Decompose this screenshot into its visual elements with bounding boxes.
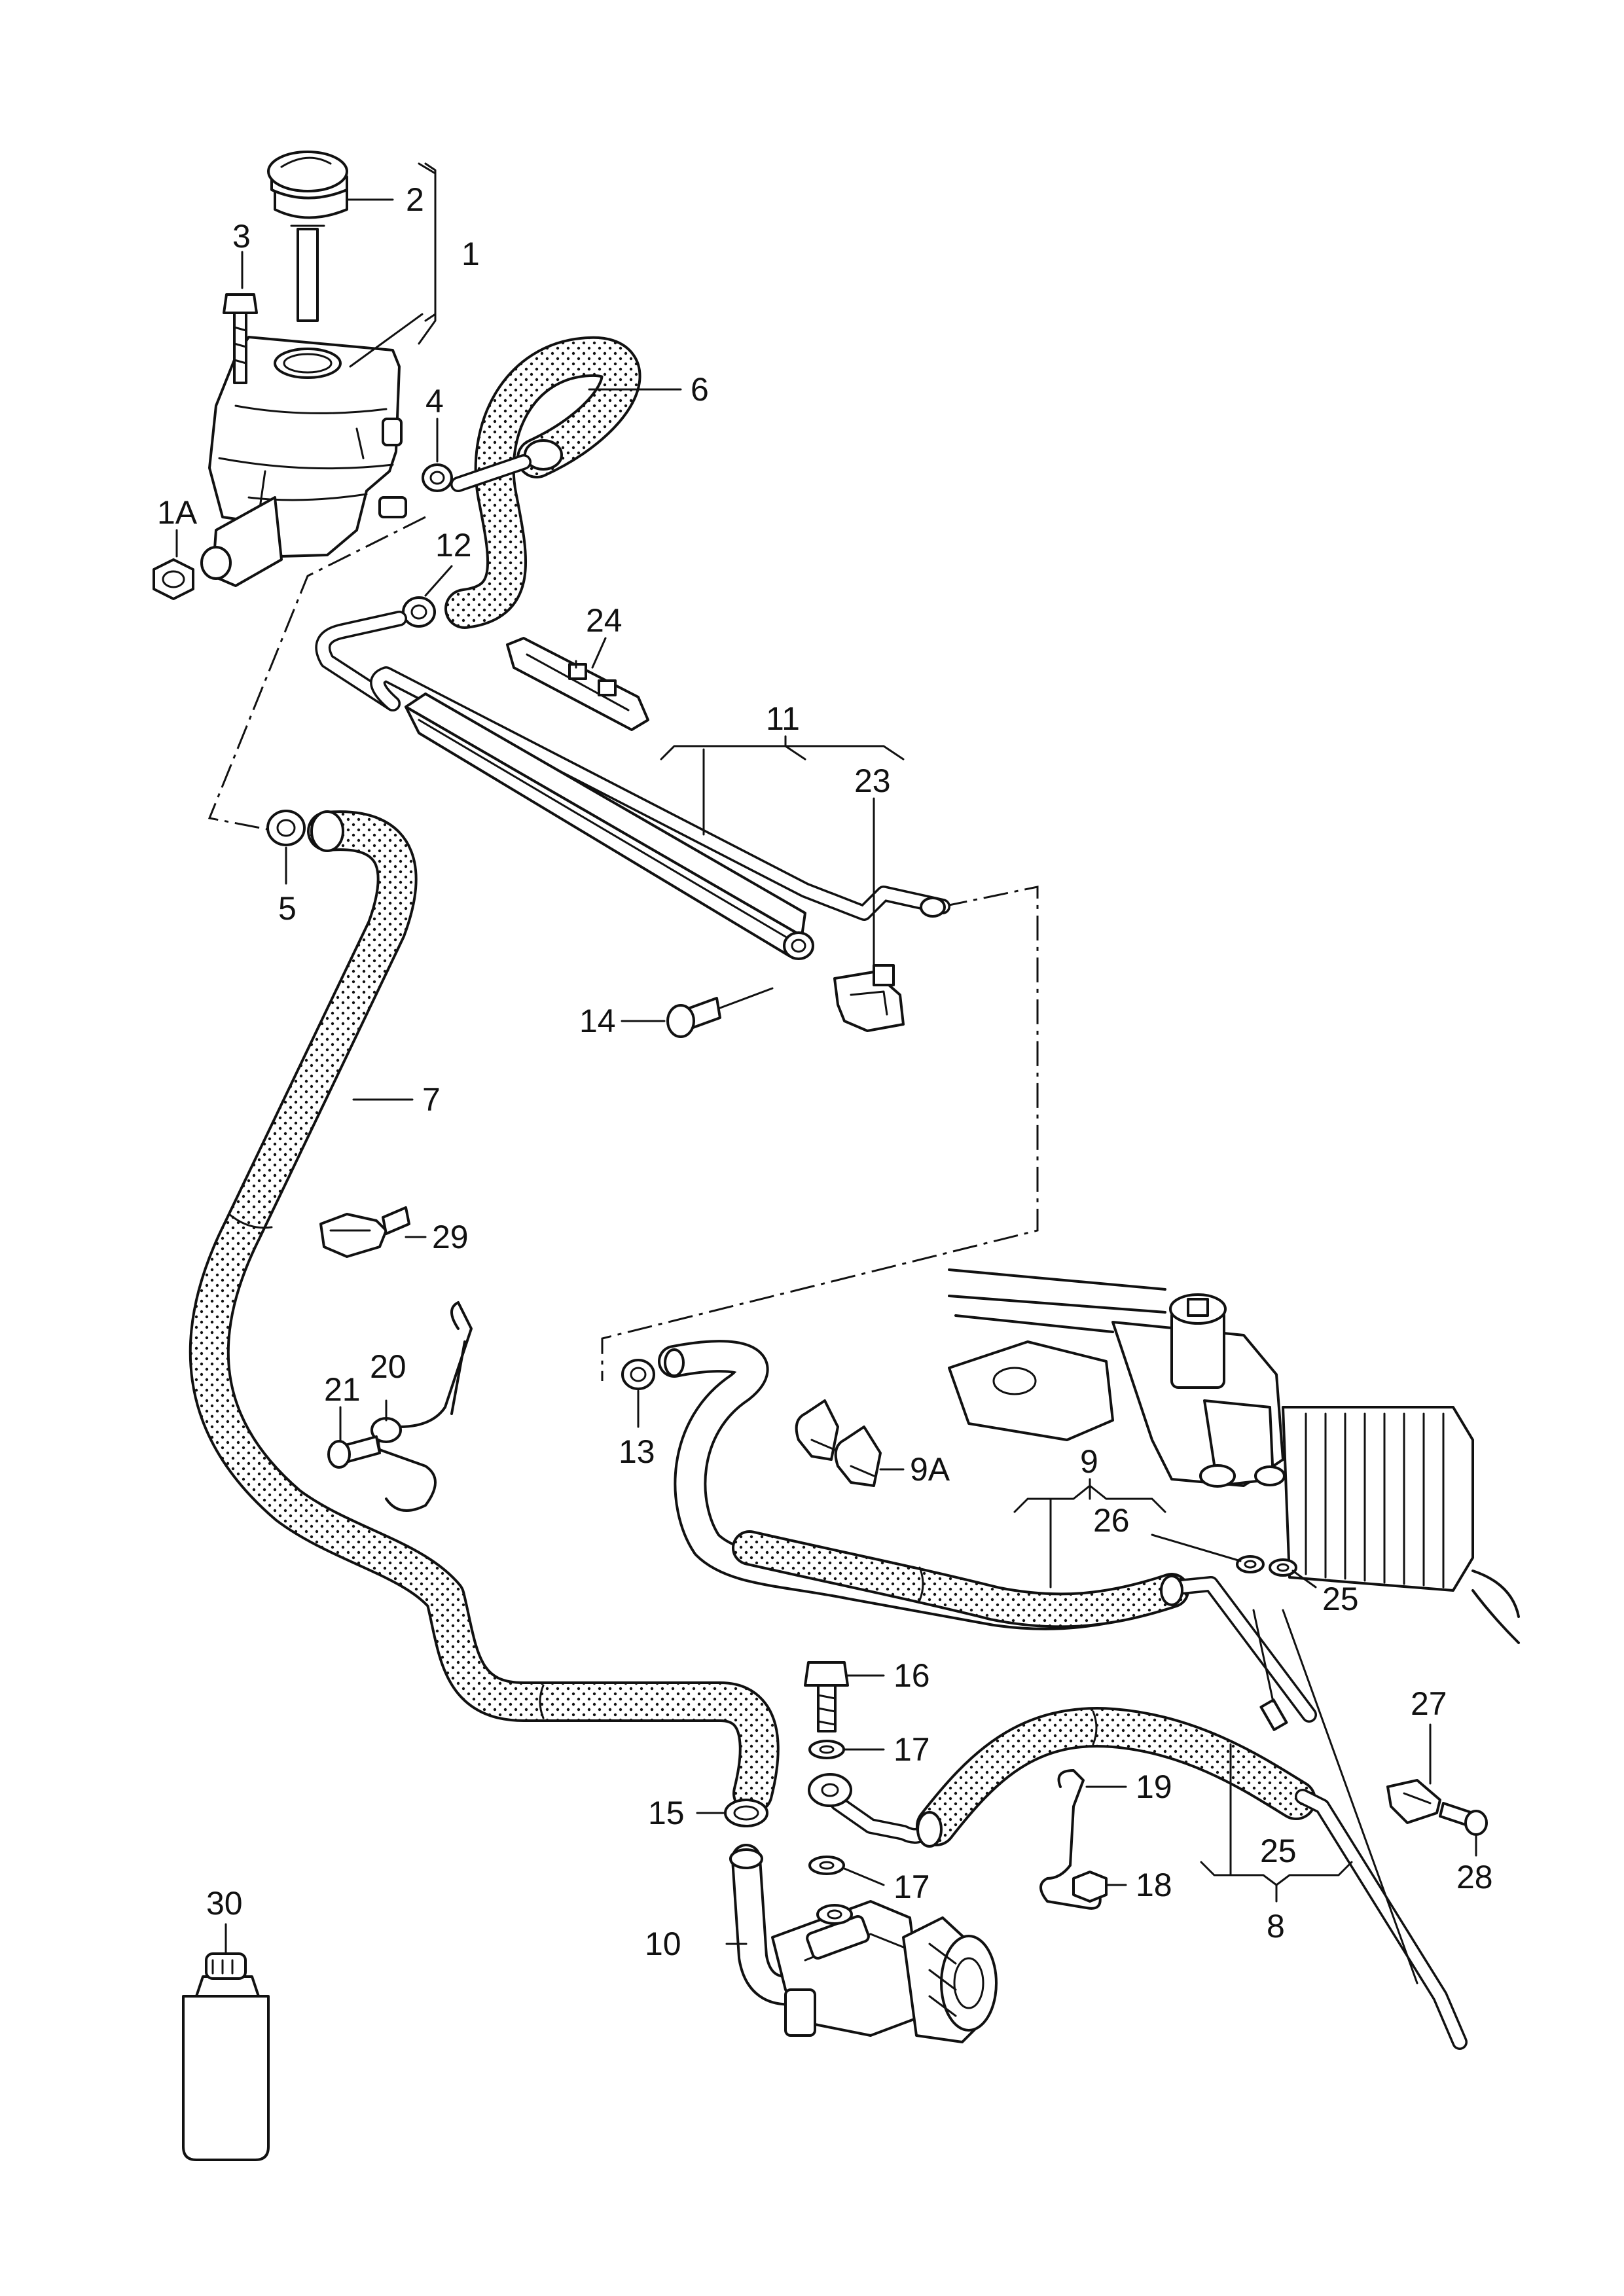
- callout-7: 7: [422, 1081, 441, 1118]
- callout-19: 19: [1136, 1768, 1172, 1805]
- bracket-27: [1386, 1779, 1441, 1824]
- nut-1a: [153, 558, 194, 600]
- routing-dash-lines: [208, 516, 1039, 1381]
- callout-1: 1: [461, 236, 480, 272]
- callout-2: 2: [406, 181, 424, 218]
- hydraulic-fluid-bottle: [182, 1952, 270, 2161]
- bolt-28: [1439, 1802, 1488, 1836]
- clip-9a: [795, 1399, 882, 1487]
- suction-hose-7: [189, 810, 780, 1814]
- callout-20: 20: [370, 1348, 406, 1385]
- callout-17-upper: 17: [893, 1731, 930, 1768]
- return-hose-6: [444, 336, 641, 629]
- callout-14: 14: [579, 1003, 616, 1039]
- callout-3: 3: [232, 218, 251, 255]
- o-ring-26-rack: [1236, 1555, 1265, 1573]
- callout-26: 26: [1093, 1502, 1130, 1539]
- power-steering-pump: [729, 1844, 998, 2043]
- hose-clamp-12: [402, 596, 436, 628]
- bracket-20: [370, 1301, 473, 1512]
- callout-9: 9: [1080, 1443, 1098, 1480]
- callout-18: 18: [1136, 1867, 1172, 1903]
- hose-clamp-15: [724, 1799, 768, 1827]
- washer-17-lower: [808, 1856, 845, 1875]
- screw-14: [666, 987, 774, 1038]
- return-line-9: [658, 1340, 1317, 1723]
- hose-clamp-5: [266, 810, 306, 846]
- callout-4: 4: [425, 383, 444, 420]
- callout-30: 30: [206, 1885, 243, 1922]
- pressure-line-8: [830, 1609, 1468, 2050]
- callouts: 2 1 3 1A 4 6 12 24 11 23 5 14 7 29 21 20…: [157, 181, 1493, 1962]
- bracket-24: [506, 637, 649, 731]
- rack-boot: [1282, 1406, 1474, 1592]
- o-ring-25-rack: [1269, 1558, 1297, 1577]
- callout-23: 23: [854, 762, 891, 799]
- bolt-21: [327, 1435, 381, 1469]
- callout-8: 8: [1267, 1908, 1285, 1945]
- hose-clamp-4: [422, 463, 453, 492]
- nut-18: [1072, 1871, 1108, 1903]
- callout-13: 13: [619, 1433, 655, 1470]
- bracket-19: [1039, 1769, 1102, 1910]
- banjo-fitting: [808, 1773, 852, 1807]
- callout-21: 21: [324, 1371, 361, 1408]
- callout-17-lower: 17: [893, 1869, 930, 1905]
- reservoir: [200, 336, 407, 587]
- callout-11: 11: [766, 700, 800, 737]
- callout-28: 28: [1456, 1859, 1493, 1895]
- hose-clamp-13: [621, 1359, 655, 1390]
- washer-17-upper: [808, 1740, 845, 1759]
- callout-12: 12: [435, 527, 472, 564]
- callout-9a: 9A: [910, 1451, 950, 1488]
- reservoir-cap: [267, 151, 348, 322]
- callout-24: 24: [586, 602, 623, 639]
- steering-gear: [948, 1268, 1520, 1644]
- callout-5: 5: [278, 890, 297, 927]
- banjo-bolt-16: [804, 1661, 849, 1732]
- callout-29: 29: [432, 1219, 469, 1255]
- clip-23: [833, 964, 905, 1032]
- callout-10: 10: [645, 1926, 681, 1962]
- leader-lines: [175, 162, 1477, 1955]
- clip-29: [319, 1206, 410, 1258]
- callout-1a: 1A: [157, 494, 198, 531]
- cooler-lines-11: [315, 611, 950, 960]
- callout-15: 15: [648, 1795, 685, 1831]
- callout-25-line: 25: [1260, 1833, 1297, 1869]
- callout-6: 6: [691, 371, 709, 408]
- bolt-3: [223, 293, 258, 384]
- callout-27: 27: [1411, 1685, 1447, 1722]
- callout-25-rack: 25: [1322, 1581, 1359, 1617]
- callout-16: 16: [893, 1657, 930, 1694]
